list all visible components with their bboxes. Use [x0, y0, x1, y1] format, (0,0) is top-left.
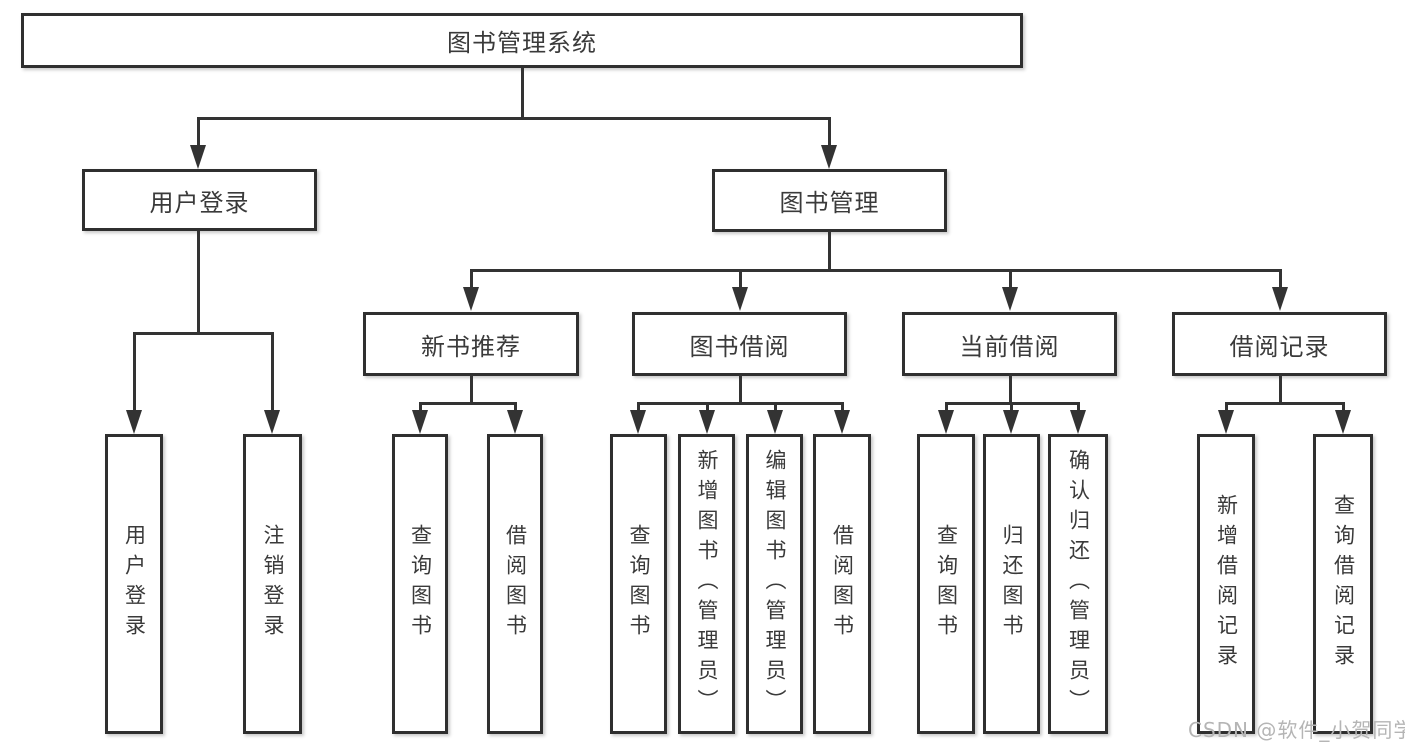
leaf-borrow-books-recommend: 借阅图书 — [487, 434, 543, 734]
connector-line-vertical — [1341, 404, 1345, 413]
arrow-down-icon — [630, 410, 646, 434]
leaf-confirm-return-admin: 确认归还（管理员） — [1048, 434, 1108, 734]
node-new-book-recommend-label: 新书推荐 — [421, 332, 521, 361]
leaf-label: 借阅图书 — [830, 524, 855, 644]
connector-line-vertical — [827, 231, 831, 271]
node-book-management: 图书管理 — [712, 169, 947, 232]
arrow-down-icon — [699, 410, 715, 434]
leaf-label: 编辑图书（管理员） — [763, 449, 787, 719]
arrow-down-icon — [507, 410, 523, 434]
arrow-down-icon — [264, 410, 280, 434]
leaf-query-books-recommend: 查询图书 — [392, 434, 448, 734]
node-borrow-records-label: 借阅记录 — [1229, 332, 1330, 361]
leaf-label: 借阅图书 — [503, 524, 528, 644]
arrow-down-icon — [1003, 410, 1019, 434]
leaf-label: 归还图书 — [1000, 524, 1024, 644]
connector-line-vertical — [738, 375, 742, 404]
connector-line-vertical — [705, 404, 709, 413]
connector-line-horizontal — [133, 332, 274, 335]
connector-line-horizontal — [197, 117, 831, 120]
leaf-query-borrow-record: 查询借阅记录 — [1313, 434, 1373, 734]
arrow-down-icon — [938, 410, 954, 434]
connector-line-vertical — [636, 404, 640, 413]
arrow-down-icon — [126, 410, 142, 434]
leaf-label: 新增图书（管理员） — [695, 449, 719, 719]
connector-line-vertical — [270, 334, 274, 412]
leaf-label: 确认归还（管理员） — [1066, 449, 1091, 719]
connector-line-vertical — [1278, 375, 1282, 404]
connector-line-horizontal — [945, 402, 1080, 405]
node-book-borrow-label: 图书借阅 — [689, 332, 790, 361]
leaf-query-books-current: 查询图书 — [917, 434, 975, 734]
node-borrow-records: 借阅记录 — [1172, 312, 1387, 376]
leaf-label: 注销登录 — [261, 524, 285, 644]
arrow-down-icon — [1335, 410, 1351, 434]
arrow-down-icon — [834, 410, 850, 434]
connector-line-horizontal — [637, 402, 844, 405]
connector-line-horizontal — [1225, 402, 1345, 405]
node-root: 图书管理系统 — [21, 13, 1023, 68]
connector-line-vertical — [520, 68, 524, 120]
arrow-down-icon — [190, 145, 206, 169]
leaf-query-books-borrow: 查询图书 — [610, 434, 667, 734]
watermark: CSDN @软件_小贺同学 — [1188, 718, 1405, 742]
leaf-edit-books-admin: 编辑图书（管理员） — [746, 434, 803, 734]
node-root-label: 图书管理系统 — [447, 29, 597, 57]
arrow-down-icon — [732, 287, 748, 311]
arrow-down-icon — [1070, 410, 1086, 434]
connector-line-vertical — [1008, 271, 1012, 289]
connector-line-vertical — [944, 404, 948, 413]
leaf-add-books-admin: 新增图书（管理员） — [678, 434, 735, 734]
connector-line-vertical — [132, 334, 136, 412]
leaf-add-borrow-record: 新增借阅记录 — [1197, 434, 1255, 734]
arrow-down-icon — [767, 410, 783, 434]
connector-line-vertical — [418, 404, 422, 413]
node-user-login: 用户登录 — [82, 169, 317, 231]
connector-line-vertical — [1224, 404, 1228, 413]
node-user-login-label: 用户登录 — [149, 188, 250, 217]
leaf-logout: 注销登录 — [243, 434, 302, 734]
leaf-user-login: 用户登录 — [105, 434, 163, 734]
leaf-label: 查询图书 — [627, 524, 651, 644]
connector-line-vertical — [196, 231, 200, 334]
connector-line-horizontal — [419, 402, 517, 405]
node-new-book-recommend: 新书推荐 — [363, 312, 579, 376]
arrow-down-icon — [1218, 410, 1234, 434]
node-current-borrow: 当前借阅 — [902, 312, 1117, 376]
connector-line-vertical — [840, 404, 844, 413]
connector-line-vertical — [1009, 404, 1013, 413]
connector-line-vertical — [513, 404, 517, 413]
connector-line-vertical — [469, 271, 473, 289]
connector-line-horizontal — [470, 269, 1282, 272]
node-book-borrow: 图书借阅 — [632, 312, 847, 376]
arrow-down-icon — [463, 287, 479, 311]
connector-line-vertical — [196, 119, 200, 147]
connector-line-vertical — [1076, 404, 1080, 413]
leaf-label: 查询图书 — [408, 524, 433, 644]
leaf-label: 查询借阅记录 — [1331, 494, 1356, 674]
connector-line-vertical — [1278, 271, 1282, 289]
leaf-borrow-books: 借阅图书 — [813, 434, 871, 734]
connector-line-vertical — [827, 119, 831, 147]
arrow-down-icon — [1002, 287, 1018, 311]
leaf-label: 用户登录 — [122, 524, 147, 644]
node-book-management-label: 图书管理 — [779, 189, 880, 217]
leaf-return-books: 归还图书 — [983, 434, 1040, 734]
connector-line-vertical — [773, 404, 777, 413]
connector-line-vertical — [1008, 375, 1012, 404]
arrow-down-icon — [821, 145, 837, 169]
node-current-borrow-label: 当前借阅 — [959, 332, 1060, 361]
leaf-label: 查询图书 — [934, 524, 959, 644]
arrow-down-icon — [412, 410, 428, 434]
arrow-down-icon — [1272, 287, 1288, 311]
connector-line-vertical — [469, 375, 473, 404]
connector-line-vertical — [738, 271, 742, 289]
leaf-label: 新增借阅记录 — [1214, 494, 1239, 674]
